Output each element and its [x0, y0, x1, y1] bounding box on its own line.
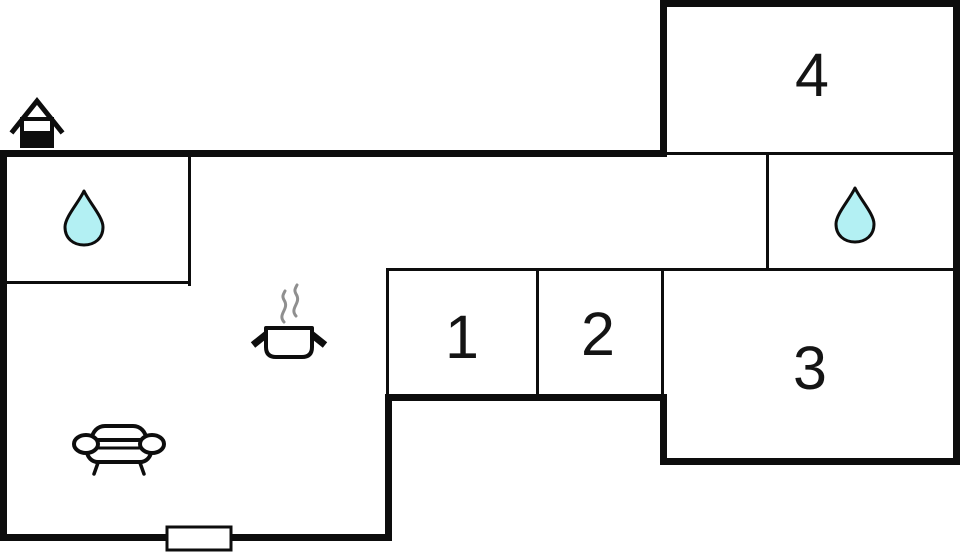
- steam-line: [280, 289, 288, 324]
- steam-line: [292, 283, 300, 318]
- window-marker: [165, 525, 233, 552]
- wall-bath-left-right: [188, 157, 191, 286]
- pot-body: [264, 326, 314, 359]
- wall-hall-right: [385, 397, 392, 541]
- room-1-label: 1: [445, 303, 479, 371]
- room-2-label: 2: [581, 300, 615, 368]
- house-roof: [9, 96, 65, 135]
- wall-room2-room3-divider: [661, 270, 664, 397]
- wall-room4-top: [660, 0, 960, 7]
- wall-top-main: [0, 150, 667, 157]
- wall-bath-left-bottom: [7, 281, 191, 284]
- house-door: [20, 131, 54, 146]
- wall-right-outer: [953, 0, 960, 465]
- water-drop-shape: [63, 189, 105, 247]
- cooking-pot-icon: [250, 283, 328, 359]
- wall-rooms-top: [386, 268, 953, 271]
- sofa-armrest-right: [138, 433, 166, 455]
- wall-room3-bottom: [660, 458, 960, 465]
- room-3-label: 3: [793, 334, 827, 402]
- sofa-armrest-left: [72, 433, 100, 455]
- wall-room1-room2-divider: [536, 270, 539, 397]
- wall-room1-left: [386, 270, 389, 397]
- sofa-icon: [72, 424, 166, 476]
- water-drop-icon-right: [834, 186, 876, 244]
- wall-room3-left-lower: [660, 394, 667, 465]
- water-drop-icon-left: [63, 189, 105, 247]
- wall-below-rooms-1-2: [385, 394, 667, 401]
- wall-left-outer: [0, 150, 7, 541]
- room-4-label: 4: [795, 41, 829, 109]
- wall-room4-bottom: [667, 152, 953, 155]
- wall-room4-left: [660, 0, 667, 157]
- entrance-house-icon: [9, 96, 65, 148]
- wall-bath-right-left: [766, 155, 769, 270]
- water-drop-shape: [834, 186, 876, 244]
